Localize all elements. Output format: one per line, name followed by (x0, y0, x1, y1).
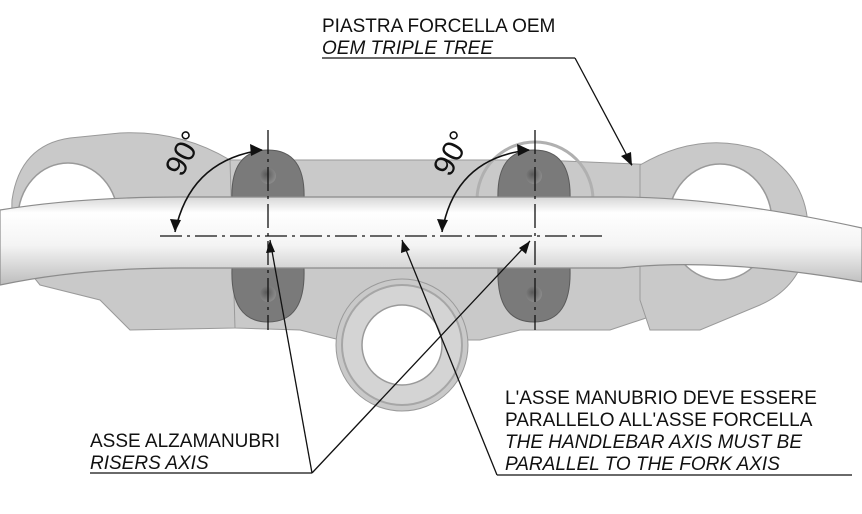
steering-stem-hole (361, 304, 443, 386)
label-handlebar-note-it-1: L'ASSE MANUBRIO DEVE ESSERE (505, 388, 817, 409)
arrow-right-arc-start (437, 219, 448, 232)
bolt-icon (526, 286, 542, 302)
arrow-risers-right (519, 241, 530, 254)
label-risers-axis-en: RISERS AXIS (90, 453, 209, 474)
arrowheads (170, 144, 632, 254)
leader-triple-tree (574, 57, 633, 166)
arrow-handlebar-axis (401, 240, 410, 253)
arrow-triple-tree (621, 152, 632, 166)
label-triple-tree-en: OEM TRIPLE TREE (322, 38, 493, 59)
label-handlebar-note-en-2: PARALLEL TO THE FORK AXIS (505, 454, 780, 475)
bolt-icon (526, 168, 542, 184)
left-angle-arc (174, 149, 263, 233)
handlebar (0, 196, 862, 286)
leader-handlebar-axis (401, 239, 498, 476)
leader-risers-left (269, 239, 313, 474)
leader-risers-right (311, 240, 531, 474)
label-risers-axis-it: ASSE ALZAMANUBRI (90, 431, 280, 452)
arrow-right-arc-end (517, 144, 530, 156)
construction-lines (90, 57, 852, 476)
arrow-left-arc-start (170, 219, 181, 232)
right-angle-arc (441, 149, 530, 233)
label-triple-tree-it: PIASTRA FORCELLA OEM (322, 16, 555, 37)
arrow-left-arc-end (250, 144, 263, 156)
label-handlebar-note-it-2: PARALLELO ALL'ASSE FORCELLA (505, 410, 813, 431)
label-handlebar-note-en-1: THE HANDLEBAR AXIS MUST BE (505, 432, 802, 453)
arrow-risers-left (266, 240, 275, 253)
